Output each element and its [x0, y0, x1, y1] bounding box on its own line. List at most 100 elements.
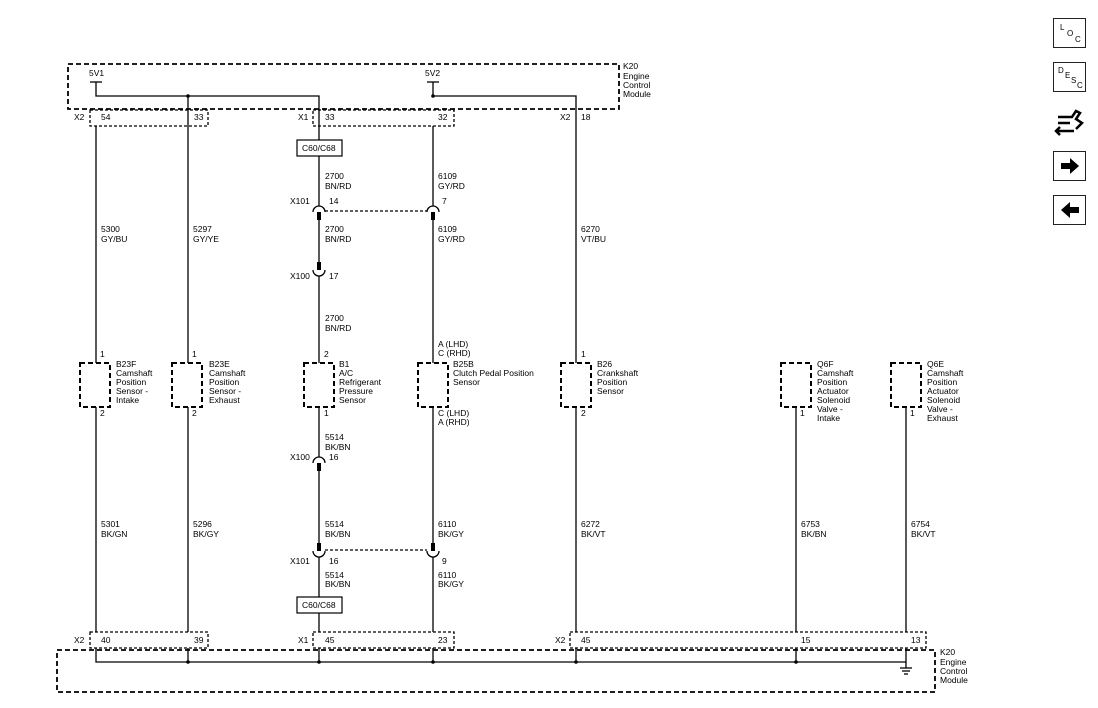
x101-7-female — [426, 205, 440, 213]
k20-top-line2: Control — [623, 80, 651, 90]
wire-6753-color: BK/BN — [801, 529, 827, 539]
b26-pin-bot: 2 — [581, 408, 586, 418]
b26-l1: Crankshaft — [597, 368, 639, 378]
wire-6109a-num: 6109 — [438, 171, 457, 181]
b23e-l1: Camshaft — [209, 368, 246, 378]
q6f-l3: Actuator — [817, 386, 849, 396]
b1-l2: Refrigerant — [339, 377, 382, 387]
wire-6272-num: 6272 — [581, 519, 600, 529]
b23f-pin-top: 1 — [100, 349, 105, 359]
pin-33a: 33 — [194, 112, 204, 122]
k20-bot-line3: Module — [940, 675, 968, 685]
b25b-pin-bot-rhd: A (RHD) — [438, 417, 470, 427]
pin-32: 32 — [438, 112, 448, 122]
wire-5301-color: BK/GN — [101, 529, 127, 539]
b23f-l1: Camshaft — [116, 368, 153, 378]
pin-23: 23 — [438, 635, 448, 645]
b26-code: B26 — [597, 359, 612, 369]
sensor-b25b — [417, 362, 449, 408]
arrow-left-icon — [1060, 202, 1079, 218]
wiring-diagram: K20 Engine Control Module 5V1 5V2 X2 54 … — [56, 61, 968, 693]
q6e-l3: Actuator — [927, 386, 959, 396]
b23e-pin-bot: 2 — [192, 408, 197, 418]
svg-text:L: L — [1060, 23, 1065, 32]
wire-5296-num: 5296 — [193, 519, 212, 529]
top-x2-left: X2 — [74, 112, 85, 122]
q6e-pin: 1 — [910, 408, 915, 418]
q6f-l1: Camshaft — [817, 368, 854, 378]
wire-6754-num: 6754 — [911, 519, 930, 529]
wire-5297-num: 5297 — [193, 224, 212, 234]
x100-pin-17: 17 — [329, 271, 339, 281]
k20-module-bottom — [56, 649, 936, 693]
wire-2700c-color: BN/RD — [325, 323, 351, 333]
wire-6272-color: BK/VT — [581, 529, 606, 539]
solenoid-q6f — [780, 362, 812, 408]
b25b-l2: Sensor — [453, 377, 480, 387]
pin-40: 40 — [101, 635, 111, 645]
inline-connector-top-label: C60/C68 — [302, 143, 336, 153]
k20-module-top — [67, 63, 620, 110]
x101-pin-7: 7 — [442, 196, 447, 206]
b23e-code: B23E — [209, 359, 230, 369]
pin-39: 39 — [194, 635, 204, 645]
b1-pin-top: 2 — [324, 349, 329, 359]
bus-5v2 — [432, 82, 577, 112]
x100-pin-16: 16 — [329, 452, 339, 462]
wire-2700a-num: 2700 — [325, 171, 344, 181]
q6e-l5: Valve - — [927, 404, 953, 414]
wire-2700b-color: BN/RD — [325, 234, 351, 244]
k20-bot-line1: Engine — [940, 657, 967, 667]
next-button[interactable] — [1053, 151, 1086, 181]
wire-5514b-color: BK/BN — [325, 529, 351, 539]
bot-x1: X1 — [298, 635, 309, 645]
q6e-l1: Camshaft — [927, 368, 964, 378]
b23e-l2: Position — [209, 377, 240, 387]
k20-top-line3: Module — [623, 89, 651, 99]
x100-label-top: X100 — [290, 271, 310, 281]
b23e-pin-top: 1 — [192, 349, 197, 359]
wire-6270-color: VT/BU — [581, 234, 606, 244]
q6f-l4: Solenoid — [817, 395, 850, 405]
previous-button[interactable] — [1053, 195, 1086, 225]
pin-54: 54 — [101, 112, 111, 122]
sensor-b23e — [171, 362, 203, 408]
k20-bot-line2: Control — [940, 666, 968, 676]
wire-5514b-num: 5514 — [325, 519, 344, 529]
pin-33b: 33 — [325, 112, 335, 122]
location-button[interactable]: LOC LOC — [1053, 18, 1086, 48]
wire-5297-color: GY/YE — [193, 234, 219, 244]
b23f-code: B23F — [116, 359, 136, 369]
supply-5v2: 5V2 — [425, 68, 440, 78]
x101-label-top: X101 — [290, 196, 310, 206]
wire-6753-num: 6753 — [801, 519, 820, 529]
wire-2700c-num: 2700 — [325, 313, 344, 323]
pin-45b: 45 — [581, 635, 591, 645]
b25b-pin-top-lhd: A (LHD) — [438, 339, 468, 349]
wire-6110a-color: BK/GY — [438, 529, 464, 539]
top-x2-right: X2 — [560, 112, 571, 122]
bot-x2-right: X2 — [555, 635, 566, 645]
b25b-code: B25B — [453, 359, 474, 369]
x100-label-bot: X100 — [290, 452, 310, 462]
wire-6109b-color: GY/RD — [438, 234, 465, 244]
x101-pin-16: 16 — [329, 556, 339, 566]
connector-tool-button[interactable] — [1053, 104, 1086, 142]
top-x1: X1 — [298, 112, 309, 122]
solenoid-q6e — [890, 362, 922, 408]
b1-code: B1 — [339, 359, 350, 369]
loc-icon: LOC — [1060, 23, 1081, 44]
sensor-b23f — [79, 362, 111, 408]
x100-17-female — [312, 269, 326, 277]
b23f-l2: Position — [116, 377, 147, 387]
x101-pin-9: 9 — [442, 556, 447, 566]
sensor-b1 — [303, 362, 335, 408]
q6f-l5: Valve - — [817, 404, 843, 414]
b23f-l4: Intake — [116, 395, 139, 405]
wire-5514a-color: BK/BN — [325, 442, 351, 452]
b23f-l3: Sensor - — [116, 386, 148, 396]
wire-5514c-num: 5514 — [325, 570, 344, 580]
pin-15: 15 — [801, 635, 811, 645]
